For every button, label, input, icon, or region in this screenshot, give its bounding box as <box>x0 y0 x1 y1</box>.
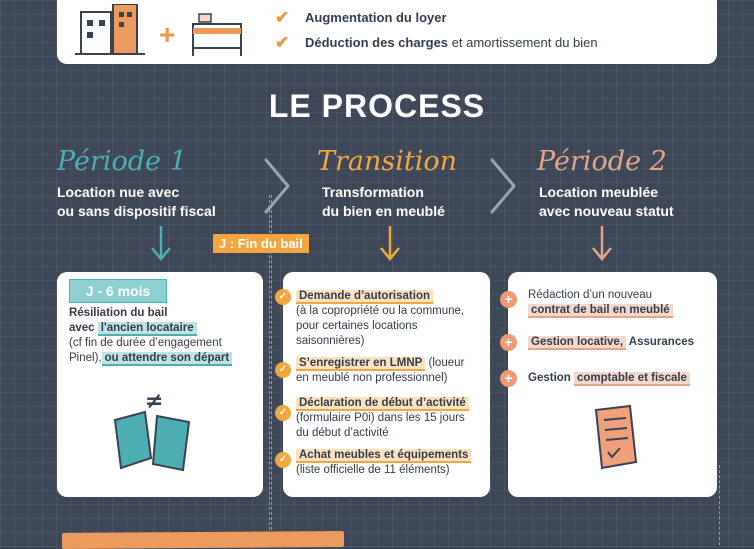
chevron-right-icon <box>264 158 290 214</box>
guide-line <box>271 195 272 545</box>
management-step: Gestion locative, Assurances <box>528 335 713 350</box>
guide-line <box>269 195 270 545</box>
j-6-mois-badge: J - 6 mois <box>69 279 167 303</box>
benefit-2: Déduction des charges et amortissement d… <box>305 35 598 50</box>
period-1-title: Période 1 <box>57 146 187 177</box>
check-circle-icon: ✓ <box>275 452 291 468</box>
check-circle-icon: ✓ <box>275 362 291 378</box>
furniture-step: Achat meubles et équipements (liste offi… <box>296 448 488 478</box>
period-2-title: Période 2 <box>537 146 667 177</box>
decorative-brush-stroke <box>61 531 345 549</box>
authorization-step: Demande d’autorisation (à la copropriété… <box>296 290 465 347</box>
card1-text: Résiliation du bail avec l'ancien locata… <box>69 306 259 366</box>
plus-circle-icon: + <box>500 291 517 308</box>
transition-title: Transition <box>317 146 458 177</box>
building-bed-illustration: + <box>75 4 242 56</box>
fin-du-bail-label: J : Fin du bail <box>213 234 309 253</box>
plus-circle-icon: + <box>500 334 517 351</box>
card-period-1: J - 6 mois Résiliation du bail avec l'an… <box>57 272 263 497</box>
card-transition: ✓ Demande d’autorisation (à la coproprié… <box>275 272 490 497</box>
svg-text:+: + <box>159 19 175 50</box>
arrow-down-icon <box>592 226 612 261</box>
check-icon: ✔ <box>275 33 290 52</box>
check-circle-icon: ✓ <box>275 405 291 421</box>
document-checklist-icon <box>594 404 638 470</box>
arrow-down-icon <box>151 226 171 261</box>
new-lease-step: Rédaction d’un nouveau contrat de bail e… <box>528 288 713 318</box>
lmnp-step: S’enregistrer en LMNP (loueur en meublé … <box>296 357 465 384</box>
declaration-step: Déclaration de début d’activité (formula… <box>296 396 488 441</box>
svg-text:≠: ≠ <box>145 389 163 414</box>
guide-line <box>719 465 720 545</box>
section-title: LE PROCESS <box>268 88 486 124</box>
chevron-right-icon <box>490 158 516 214</box>
check-circle-icon: ✓ <box>275 289 291 305</box>
arrow-down-icon <box>380 226 400 261</box>
card-period-2: + Rédaction d’un nouveau contrat de bail… <box>500 272 717 497</box>
accounting-step: Gestion comptable et fiscale <box>528 371 713 386</box>
benefit-1: Augmentation du loyer <box>305 10 447 25</box>
check-icon: ✔ <box>275 8 290 27</box>
plus-circle-icon: + <box>500 370 517 387</box>
benefits-card: + ✔ Augmentation du loyer ✔ Déduction de… <box>57 0 717 64</box>
torn-contract-icon: ≠ <box>113 389 191 472</box>
